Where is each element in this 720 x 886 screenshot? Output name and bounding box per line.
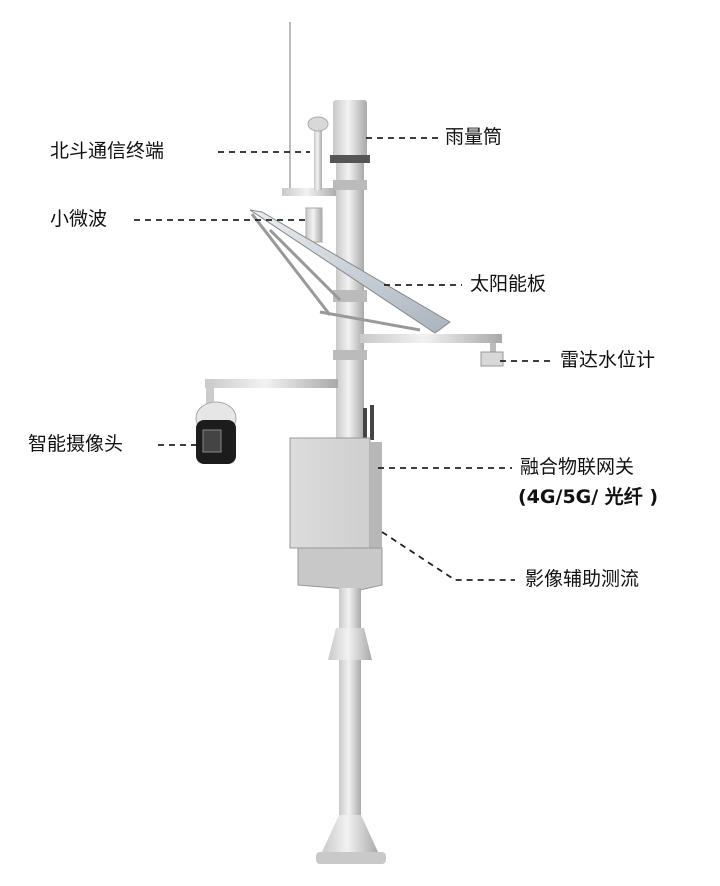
radar-level-sensor [360,334,504,367]
label-rain-gauge: 雨量筒 [445,126,503,148]
microwave-sensor [305,207,323,243]
solar-panel [249,209,451,334]
label-camera: 智能摄像头 [28,433,124,455]
gateway-box [289,437,383,591]
label-radar-level: 雷达水位计 [560,349,656,371]
camera [195,379,338,464]
label-gateway: 融合物联网关 [520,456,635,478]
lower-pole [339,588,361,838]
label-solar-panel: 太阳能板 [470,273,547,295]
rain-gauge [333,100,367,158]
beidou-terminal [282,116,337,196]
label-beidou-terminal: 北斗通信终端 [50,140,165,162]
leader-lines [134,137,552,581]
label-gateway-sub: (4G/5G/ 光纤 ) [518,486,659,508]
label-microwave: 小微波 [50,208,108,230]
label-image-flow: 影像辅助测流 [525,568,640,590]
pole-collar [328,628,372,660]
pole-base [322,815,378,852]
